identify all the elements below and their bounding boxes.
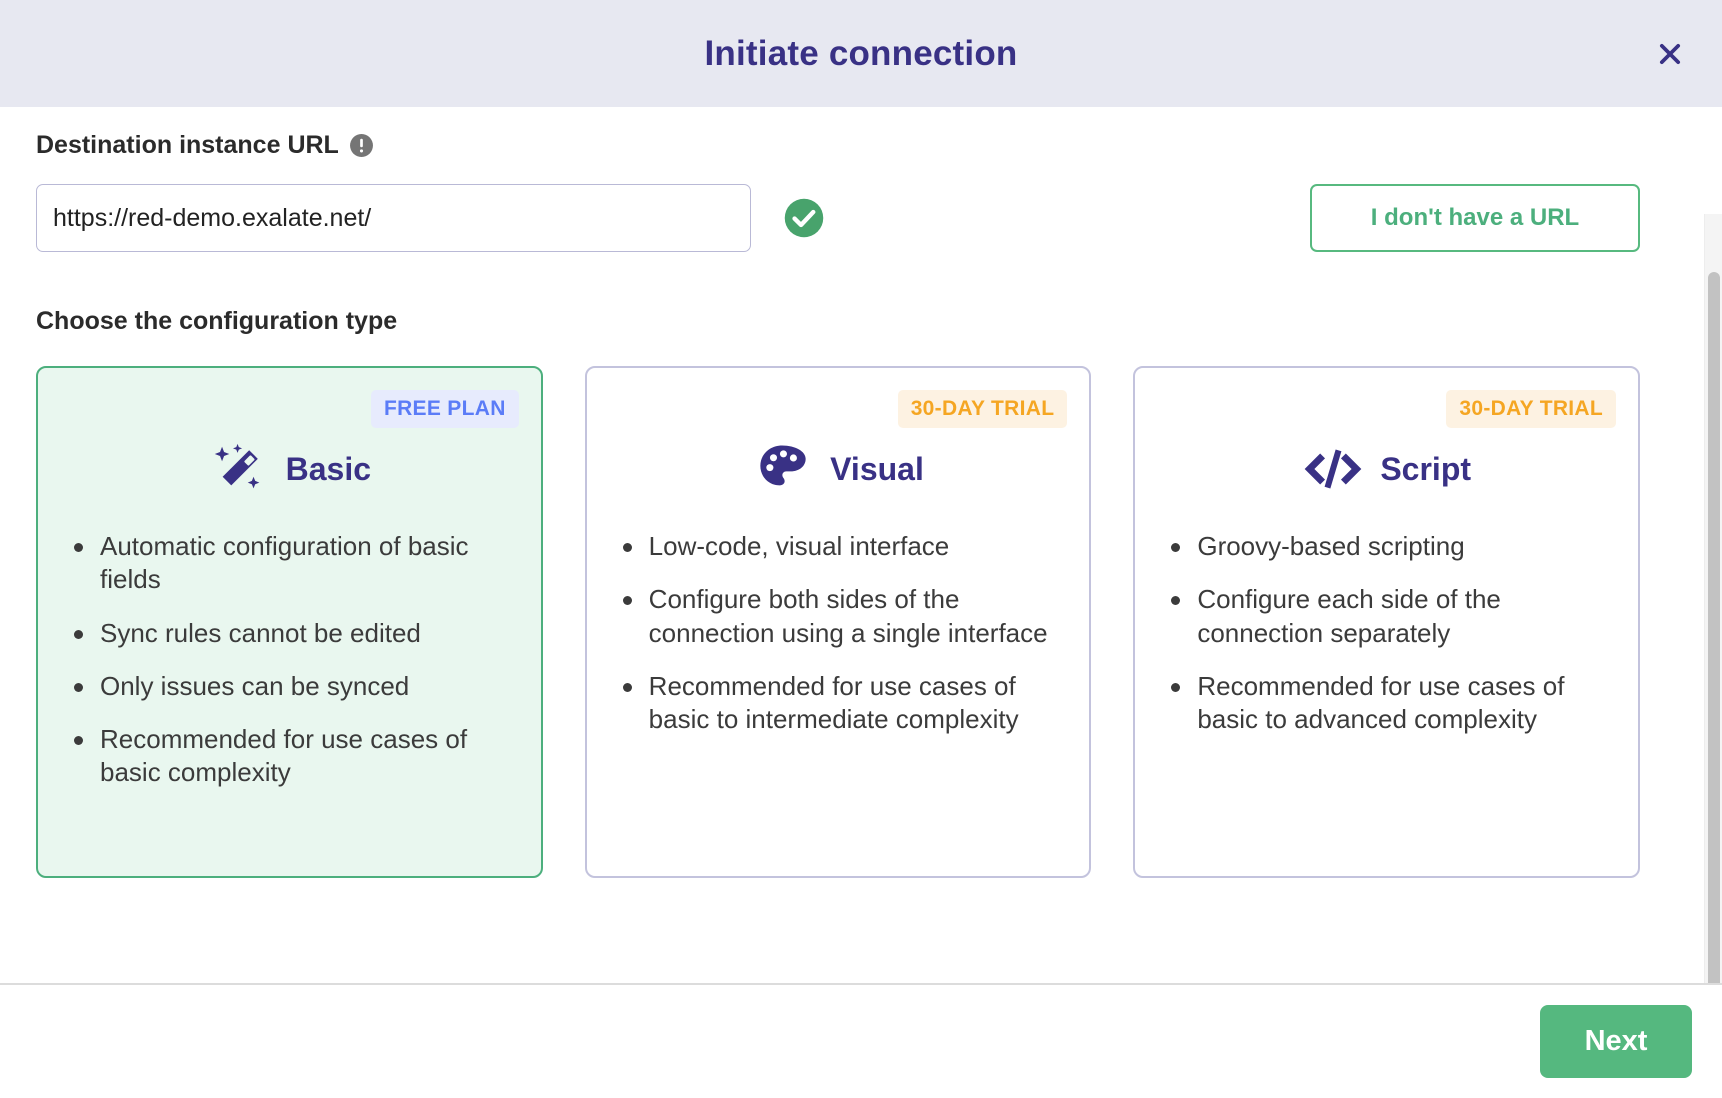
- plan-badge: 30-DAY TRIAL: [897, 390, 1068, 428]
- card-feature-list: Automatic configuration of basic fields …: [62, 530, 517, 790]
- scrollbar-thumb[interactable]: [1708, 272, 1720, 983]
- card-header: Visual: [611, 438, 1066, 500]
- close-button[interactable]: [1648, 32, 1692, 76]
- destination-url-label: Destination instance URL: [36, 131, 339, 159]
- card-title: Visual: [830, 450, 924, 487]
- modal-footer: Next: [0, 985, 1722, 1098]
- destination-url-row: I don't have a URL: [36, 184, 1686, 252]
- list-item: Recommended for use cases of basic to in…: [622, 670, 1066, 737]
- plan-badge: FREE PLAN: [370, 390, 519, 428]
- list-item: Automatic configuration of basic fields: [74, 530, 517, 597]
- no-url-button[interactable]: I don't have a URL: [1310, 184, 1640, 252]
- destination-url-label-row: Destination instance URL: [36, 131, 1686, 160]
- config-type-heading: Choose the configuration type: [36, 307, 398, 335]
- modal-body: Destination instance URL I don't have a …: [0, 107, 1722, 985]
- code-brackets-icon: [1302, 438, 1364, 500]
- check-circle-icon: [783, 197, 825, 239]
- list-item: Low-code, visual interface: [622, 530, 1066, 563]
- page-title: Initiate connection: [704, 33, 1018, 73]
- config-card-visual[interactable]: 30-DAY TRIAL Visual Low-code,: [584, 366, 1092, 878]
- list-item: Configure both sides of the connection u…: [622, 583, 1066, 650]
- close-icon: [1656, 40, 1684, 68]
- list-item: Configure each side of the connection se…: [1171, 583, 1614, 650]
- list-item: Recommended for use cases of basic compl…: [74, 723, 517, 790]
- card-feature-list: Low-code, visual interface Configure bot…: [611, 530, 1066, 736]
- next-button[interactable]: Next: [1540, 1005, 1692, 1078]
- vertical-scrollbar[interactable]: [1704, 214, 1722, 983]
- plan-badge: 30-DAY TRIAL: [1446, 390, 1617, 428]
- card-header: Script: [1159, 438, 1614, 500]
- list-item: Sync rules cannot be edited: [74, 617, 517, 650]
- destination-url-input[interactable]: [36, 184, 751, 252]
- modal-header: Initiate connection: [0, 0, 1722, 107]
- list-item: Groovy-based scripting: [1171, 530, 1614, 563]
- card-header: Basic: [62, 438, 517, 500]
- card-title: Script: [1380, 450, 1472, 487]
- card-title: Basic: [285, 450, 372, 487]
- list-item: Only issues can be synced: [74, 670, 517, 703]
- config-card-script[interactable]: 30-DAY TRIAL Script Groovy-based scripti…: [1133, 366, 1641, 878]
- info-exclamation-icon[interactable]: [349, 133, 374, 158]
- card-feature-list: Groovy-based scripting Configure each si…: [1159, 530, 1614, 736]
- config-card-basic[interactable]: FREE PLAN Basic Automatic conf: [36, 366, 543, 878]
- magic-wand-icon: [208, 438, 270, 500]
- config-type-card-list: FREE PLAN Basic Automatic conf: [36, 366, 1686, 878]
- palette-icon: [752, 438, 814, 500]
- list-item: Recommended for use cases of basic to ad…: [1171, 670, 1614, 737]
